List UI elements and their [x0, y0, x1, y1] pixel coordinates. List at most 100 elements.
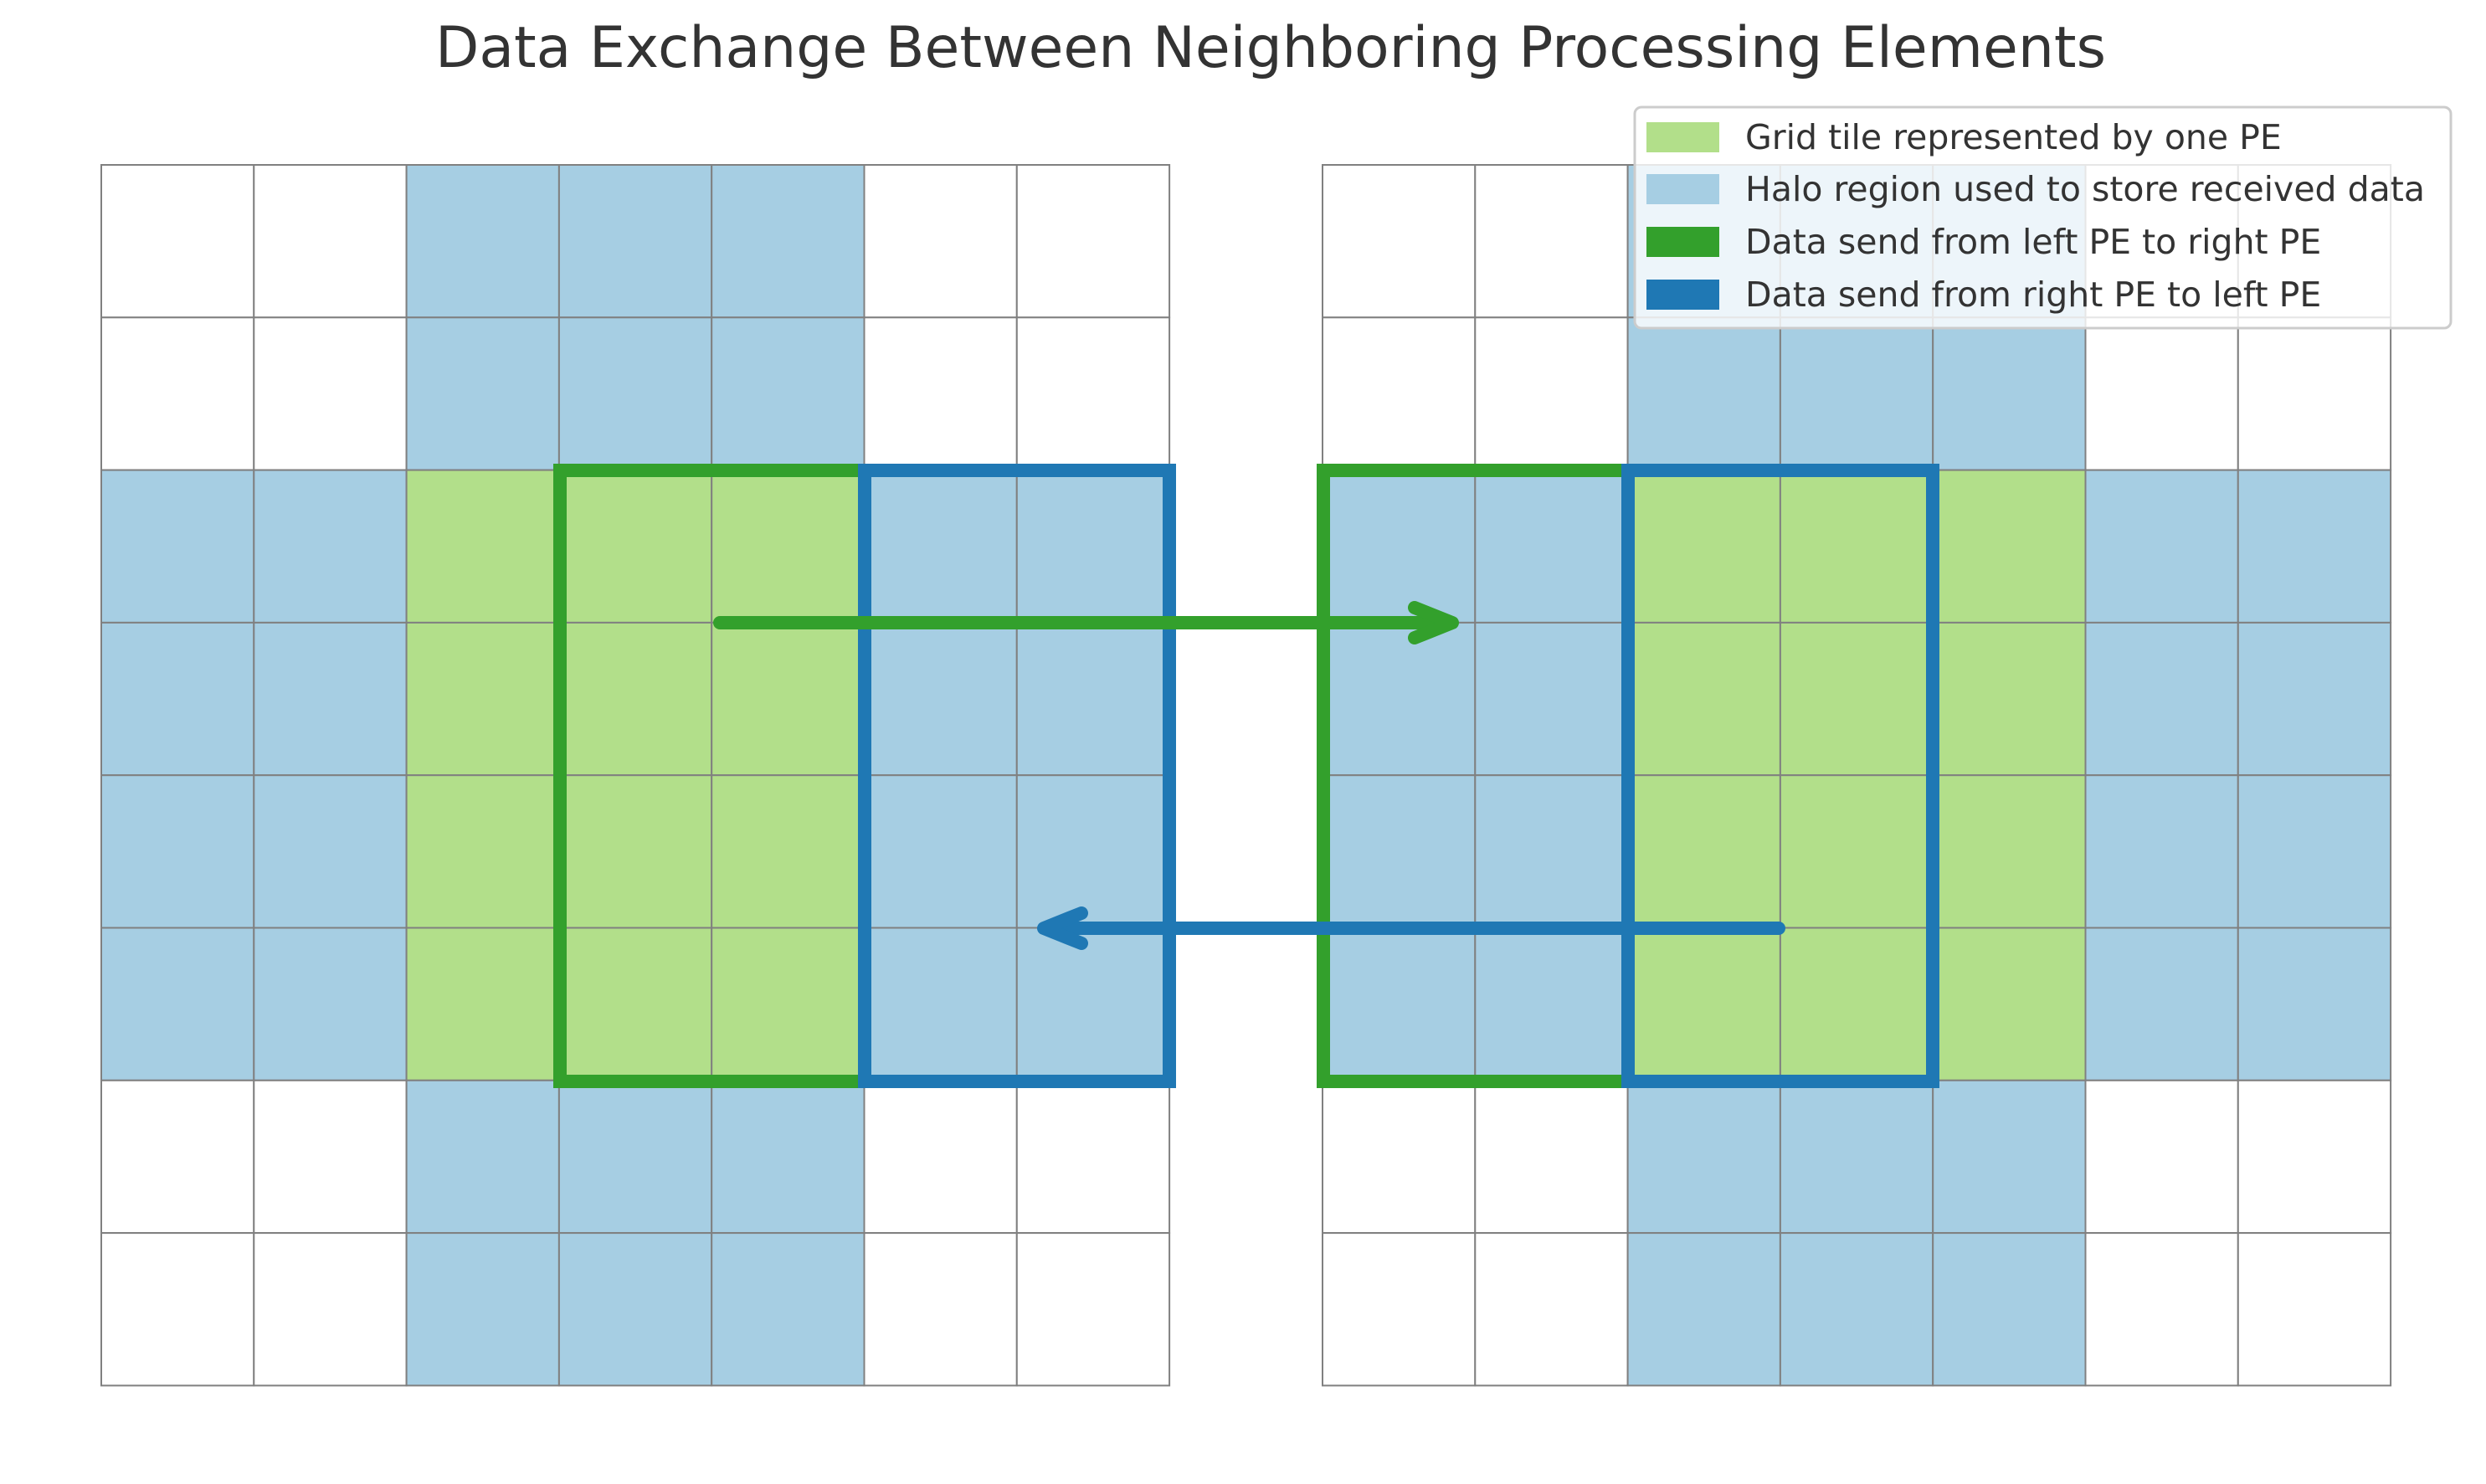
grid-cell-empty	[1015, 316, 1171, 471]
legend-item-halo: Halo region used to store received data	[1646, 169, 2425, 209]
grid-cell-halo	[2084, 774, 2239, 929]
grid-cell-empty	[100, 1232, 255, 1387]
grid-cell-halo	[711, 316, 865, 471]
grid-cell-halo	[863, 621, 1018, 777]
grid-cell-empty	[863, 1079, 1018, 1235]
grid-cell-halo	[253, 469, 408, 624]
grid-cell-halo	[1322, 927, 1477, 1081]
grid-cell-halo	[711, 1079, 865, 1235]
grid-cell-halo	[1015, 774, 1171, 929]
grid-cell-halo	[1779, 1232, 1934, 1387]
grid-cell-tile	[1626, 774, 1781, 929]
grid-cell-tile	[1779, 774, 1934, 929]
send-outlines	[553, 464, 1939, 1088]
grid-cell-halo	[557, 1079, 713, 1235]
grid-cell-halo	[1932, 1079, 2087, 1235]
grid-cell-tile	[1932, 469, 2087, 624]
left-halo-region-outline	[858, 464, 1176, 1088]
legend: Grid tile represented by one PE Halo reg…	[1633, 105, 2453, 330]
grid-cell-empty	[1474, 164, 1629, 319]
legend-label-halo: Halo region used to store received data	[1745, 169, 2425, 209]
grid-cell-empty	[1322, 316, 1477, 471]
grid-cell-halo	[863, 927, 1018, 1081]
grid-cell-halo	[1779, 1079, 1934, 1235]
grid-cell-tile	[1932, 927, 2087, 1081]
right-pe-grid	[1322, 164, 2392, 1387]
grid-cell-empty	[2237, 316, 2392, 471]
grid-cell-halo	[1015, 621, 1171, 777]
grid-cell-halo	[2237, 621, 2392, 777]
grid-cell-halo	[1322, 774, 1477, 929]
grid-cell-halo	[253, 621, 408, 777]
grid-cell-tile	[711, 774, 865, 929]
diagram-title: Data Exchange Between Neighboring Proces…	[435, 15, 2106, 81]
grid-cell-halo	[2084, 927, 2239, 1081]
grid-cell-empty	[1015, 164, 1171, 319]
grid-cell-empty	[863, 164, 1018, 319]
grid-cell-halo	[1015, 927, 1171, 1081]
grid-cell-halo	[1474, 774, 1629, 929]
right-to-left-arrow-head	[1037, 906, 1088, 950]
legend-frame	[1633, 105, 2453, 330]
grid-cell-halo	[2237, 927, 2392, 1081]
grid-cell-tile	[1626, 621, 1781, 777]
grid-cell-tile	[711, 927, 865, 1081]
grid-cell-halo	[863, 469, 1018, 624]
grid-cell-tile	[557, 774, 713, 929]
grid-cell-empty	[253, 1232, 408, 1387]
grid-cell-halo	[1779, 316, 1934, 471]
grid-cell-empty	[1474, 316, 1629, 471]
grid-cell-tile	[557, 927, 713, 1081]
grid-cell-halo	[1932, 316, 2087, 471]
grid-cell-halo	[711, 164, 865, 319]
legend-item-send-right-to-left: Data send from right PE to left PE	[1646, 275, 2321, 315]
grid-cell-halo	[557, 1232, 713, 1387]
grid-cell-empty	[1322, 1232, 1477, 1387]
grid-cell-halo	[253, 774, 408, 929]
grid-cell-empty	[100, 316, 255, 471]
grid-cell-tile	[1626, 469, 1781, 624]
grid-cell-empty	[2084, 316, 2239, 471]
legend-swatch-send-right-to-left	[1646, 280, 1719, 310]
grid-cell-halo	[1322, 621, 1477, 777]
grid-cell-empty	[100, 1079, 255, 1235]
grid-cell-halo	[1932, 1232, 2087, 1387]
grid-cell-empty	[1322, 1079, 1477, 1235]
legend-label-send-right-to-left: Data send from right PE to left PE	[1745, 275, 2321, 315]
grid-cell-tile	[557, 469, 713, 624]
legend-swatch-halo	[1646, 174, 1719, 204]
grid-cell-halo	[863, 774, 1018, 929]
grid-cell-halo	[1322, 469, 1477, 624]
grid-cell-halo	[2084, 469, 2239, 624]
grid-cell-halo	[2237, 774, 2392, 929]
grid-cell-tile	[405, 469, 560, 624]
grid-cell-tile	[711, 621, 865, 777]
grid-cell-halo	[1474, 621, 1629, 777]
grid-cell-empty	[2084, 1232, 2239, 1387]
grid-cell-tile	[405, 621, 560, 777]
grid-cell-halo	[405, 1232, 560, 1387]
grid-cell-empty	[1015, 1079, 1171, 1235]
grid-cell-empty	[1015, 1232, 1171, 1387]
grid-cell-halo	[253, 927, 408, 1081]
grid-cell-empty	[2237, 1232, 2392, 1387]
left-to-right-arrow-head	[1408, 601, 1459, 644]
grid-cell-halo	[100, 927, 255, 1081]
legend-label-send-left-to-right: Data send from left PE to right PE	[1745, 222, 2321, 262]
grid-cell-empty	[253, 316, 408, 471]
grid-cell-empty	[2084, 1079, 2239, 1235]
grid-cell-empty	[2237, 1079, 2392, 1235]
grid-cell-halo	[100, 621, 255, 777]
legend-swatch-tile	[1646, 122, 1719, 152]
grid-cell-empty	[863, 1232, 1018, 1387]
grid-cell-halo	[1015, 469, 1171, 624]
arrows	[713, 601, 1785, 950]
grid-cell-tile	[557, 621, 713, 777]
legend-swatch-send-left-to-right	[1646, 227, 1719, 257]
grid-cell-halo	[2237, 469, 2392, 624]
grid-cell-tile	[1779, 927, 1934, 1081]
right-send-region-outline	[1621, 464, 1939, 1088]
left-pe-grid	[100, 164, 1171, 1387]
grid-cell-halo	[1626, 1232, 1781, 1387]
